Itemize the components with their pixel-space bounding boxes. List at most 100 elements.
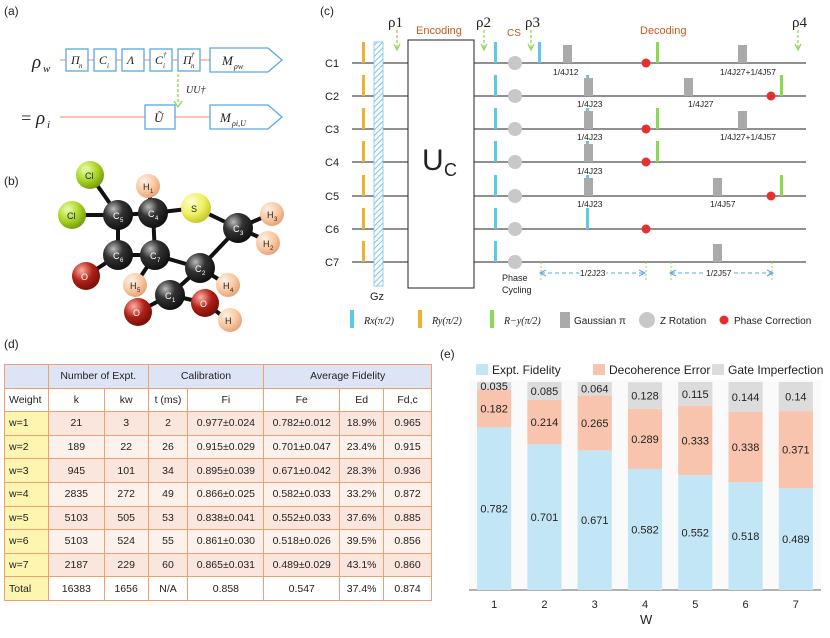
atom-label-subscript: 5 bbox=[137, 288, 141, 294]
legend-label: Phase Correction bbox=[734, 316, 811, 327]
bar-segment-decoherence-error bbox=[477, 389, 512, 428]
table-cell: 49 bbox=[147, 481, 189, 507]
group-header-expt: Number of Expt. bbox=[47, 364, 149, 389]
legend-item-2: R−y(π/2) bbox=[490, 310, 541, 328]
bar-segment-expt-fidelity bbox=[527, 444, 562, 590]
uc-encoding-box bbox=[407, 39, 475, 289]
r-minus-y-pulse bbox=[656, 108, 659, 129]
coupling-annotation: 1/4J12 bbox=[553, 67, 579, 77]
lambda-box: Λ bbox=[121, 48, 145, 72]
table-cell: 16383 bbox=[47, 576, 105, 601]
column-header: kw bbox=[103, 387, 149, 413]
legend-item-0: Rx(π/2) bbox=[350, 310, 395, 328]
table-cell: 524 bbox=[103, 529, 149, 554]
table-cell: 0.547 bbox=[263, 576, 341, 601]
ry-pulse bbox=[362, 175, 365, 196]
bar-segment-gate-imperfection bbox=[477, 382, 512, 390]
ry-pulse bbox=[362, 241, 365, 262]
data-label: 0.035 bbox=[480, 381, 508, 393]
data-label: 0.144 bbox=[732, 392, 760, 404]
atom-label-subscript: 5 bbox=[120, 218, 124, 224]
m-bottom-label: M bbox=[219, 110, 232, 125]
channel-label-c1: C1 bbox=[325, 58, 339, 70]
bar-segment-gate-imperfection bbox=[778, 382, 813, 412]
phase-correction-dot bbox=[641, 124, 651, 134]
atom-label: C bbox=[113, 211, 120, 221]
x-tick-label: 1 bbox=[491, 599, 497, 611]
table-corner-cell bbox=[4, 364, 49, 389]
uc-label: U bbox=[422, 144, 444, 177]
chart-legend-item: Expt. Fidelity bbox=[476, 363, 561, 377]
rho-3-label: ρ3 bbox=[525, 15, 540, 31]
atom-label: H bbox=[267, 210, 274, 220]
z-rotation bbox=[508, 189, 522, 203]
legend-label: R−y(π/2) bbox=[503, 316, 541, 327]
column-header: Fe bbox=[263, 387, 341, 413]
rho-w-subscript: w bbox=[43, 63, 51, 75]
column-header: t (ms) bbox=[147, 387, 189, 413]
rho-arrow-2 bbox=[480, 30, 488, 52]
gz-gradient bbox=[373, 41, 384, 287]
data-label: 0.128 bbox=[631, 391, 659, 403]
m-top-subscript: ρw bbox=[233, 62, 244, 71]
table-cell: 5103 bbox=[47, 529, 105, 554]
table-cell: 2187 bbox=[47, 552, 105, 578]
bar-segment-decoherence-error bbox=[728, 411, 763, 483]
table-cell: 33.2% bbox=[339, 481, 385, 507]
gaussian-pi-pulse bbox=[584, 111, 593, 129]
delay-arrow-j23: 1/2J23 bbox=[538, 267, 647, 280]
data-label: 0.701 bbox=[531, 512, 559, 524]
bar-segment-expt-fidelity bbox=[627, 468, 663, 590]
table-cell: 0.861±0.030 bbox=[187, 529, 265, 554]
table-cell: 0.489±0.029 bbox=[263, 552, 341, 578]
chart-x-axis-title: W bbox=[640, 612, 653, 627]
data-label: 0.371 bbox=[782, 445, 810, 457]
rho-arrow-3 bbox=[527, 30, 535, 52]
rho-i-symbol: ρ bbox=[35, 108, 45, 129]
table-cell: 0.915 bbox=[383, 434, 432, 460]
column-header: Fi bbox=[187, 387, 265, 413]
atom-label: C bbox=[150, 251, 157, 261]
legend-swatch bbox=[418, 310, 422, 328]
table-cell: 37.4% bbox=[339, 576, 385, 601]
bar-segment-decoherence-error bbox=[678, 405, 713, 476]
data-label: 0.333 bbox=[682, 436, 710, 448]
table-cell: 21 bbox=[47, 411, 105, 436]
bar-segment-decoherence-error bbox=[527, 399, 562, 445]
table-cell: 505 bbox=[103, 505, 149, 531]
c-i-dagger-box-label: C bbox=[155, 53, 164, 67]
column-header: k bbox=[47, 387, 105, 413]
row-weight-cell: Total bbox=[4, 576, 49, 601]
legend-label: Decoherence Error bbox=[609, 363, 710, 377]
c-i-dagger-box-subscript: i bbox=[163, 62, 165, 70]
atom-label-subscript: 2 bbox=[270, 246, 274, 252]
r-minus-y-pulse bbox=[780, 75, 783, 96]
cs-label: CS bbox=[507, 28, 521, 39]
x-tick-label: 5 bbox=[692, 599, 698, 611]
rx-pulse bbox=[494, 141, 497, 162]
u-tilde-label: Ũ bbox=[154, 110, 165, 125]
x-tick-label: 4 bbox=[642, 599, 648, 611]
r-minus-y-pulse bbox=[656, 141, 659, 162]
channel-label-c5: C5 bbox=[325, 191, 339, 203]
coupling-annotation: 1/4J27+1/4J57 bbox=[720, 132, 776, 142]
atom-label: Cl bbox=[67, 211, 76, 221]
rx-pulse bbox=[494, 241, 497, 262]
data-label: 0.265 bbox=[581, 418, 609, 430]
atom-label-subscript: 4 bbox=[155, 216, 159, 222]
rx-pulse bbox=[494, 208, 497, 229]
atom-label: C bbox=[195, 264, 202, 274]
encoding-label: Encoding bbox=[416, 25, 462, 37]
phase-cycling-label-2: Cycling bbox=[502, 285, 532, 295]
table-cell: 0.874 bbox=[383, 576, 432, 601]
ry-pulse bbox=[362, 75, 365, 96]
